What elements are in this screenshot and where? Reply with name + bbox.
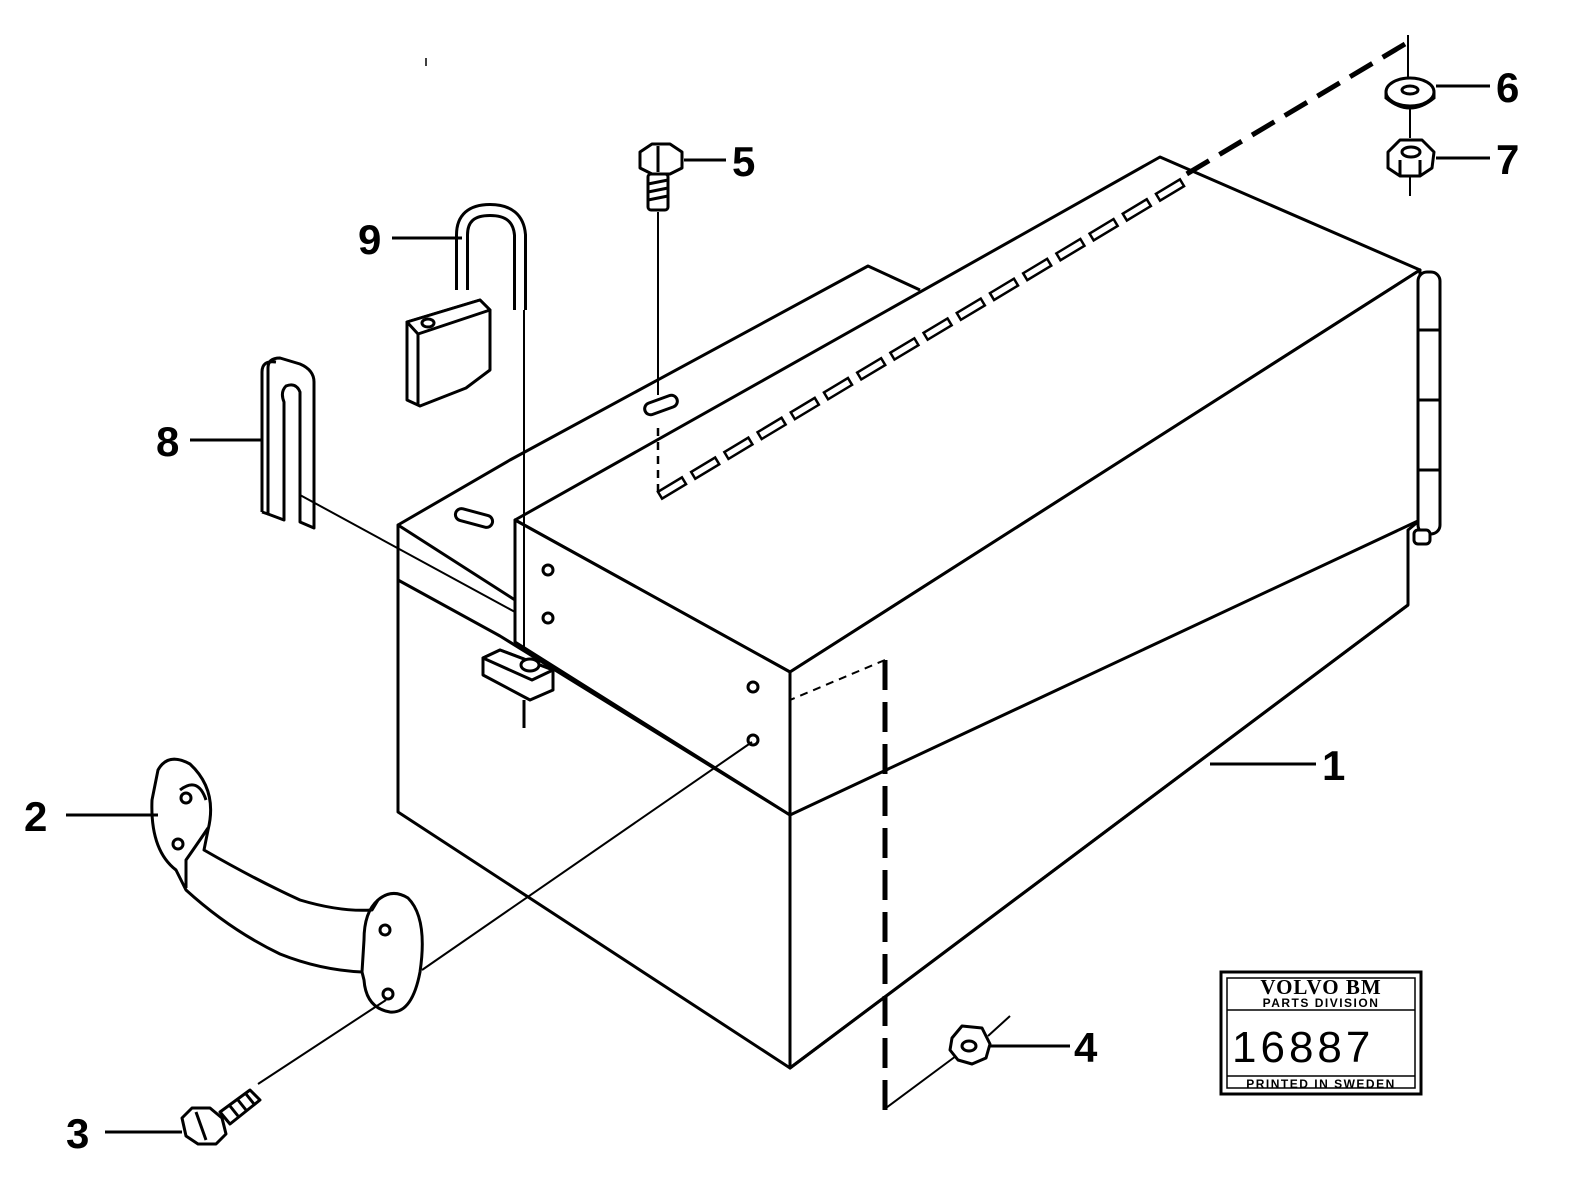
nut-bottom: [885, 1015, 1011, 1109]
vent-slot: [955, 296, 987, 322]
vent-slot: [1054, 237, 1087, 262]
handle-assembly-lines: [257, 741, 753, 1085]
vent-slot: [1121, 197, 1153, 223]
vent-slot: [1087, 217, 1120, 243]
vent-slot: [656, 475, 688, 501]
handle: [150, 757, 424, 1014]
vent-slot: [755, 416, 788, 441]
part-label-7: 7: [1496, 136, 1519, 183]
washer: [1384, 76, 1436, 110]
part-label-5: 5: [732, 138, 755, 185]
leader-lines: [66, 84, 1490, 1134]
part-label-9: 9: [358, 216, 381, 263]
stamp-number: 16887: [1232, 1023, 1374, 1072]
vent-slot: [888, 336, 921, 362]
bolt-top: [638, 142, 684, 212]
bolt-bottom: [180, 1088, 262, 1146]
vent-slot: [689, 455, 721, 481]
lid-slots: [453, 393, 679, 529]
vent-slot: [921, 316, 954, 342]
part-label-2: 2: [24, 793, 47, 840]
part-label-6: 6: [1496, 64, 1519, 111]
stamp-footer: PRINTED IN SWEDEN: [1246, 1077, 1396, 1091]
part-number-labels: 1 2 3 4 5 6 7 8 9: [24, 64, 1519, 1157]
stamp-division: PARTS DIVISION: [1263, 996, 1380, 1010]
part-label-8: 8: [156, 418, 179, 465]
hinge-pin: [260, 356, 516, 613]
vent-slot: [988, 276, 1020, 302]
vent-slot: [722, 435, 755, 461]
part-label-1: 1: [1322, 742, 1345, 789]
vent-slot: [789, 396, 821, 421]
lid-vent-slots: [656, 177, 1186, 501]
parts-division-stamp: VOLVO BM PARTS DIVISION 16887 PRINTED IN…: [1219, 970, 1423, 1096]
lid-hinge: [1412, 270, 1442, 546]
part-label-3: 3: [66, 1110, 89, 1157]
vent-slot: [822, 376, 854, 402]
padlock: [405, 203, 527, 408]
vent-slot: [1021, 257, 1053, 282]
part-label-4: 4: [1074, 1024, 1098, 1071]
nut-top: [1386, 138, 1436, 178]
stamp-brand: VOLVO BM: [1260, 975, 1381, 999]
assembly-dash-lines: [523, 35, 1411, 1110]
vent-slot: [1154, 177, 1186, 203]
lid-hasp: [481, 648, 555, 728]
vent-slot: [855, 356, 887, 382]
